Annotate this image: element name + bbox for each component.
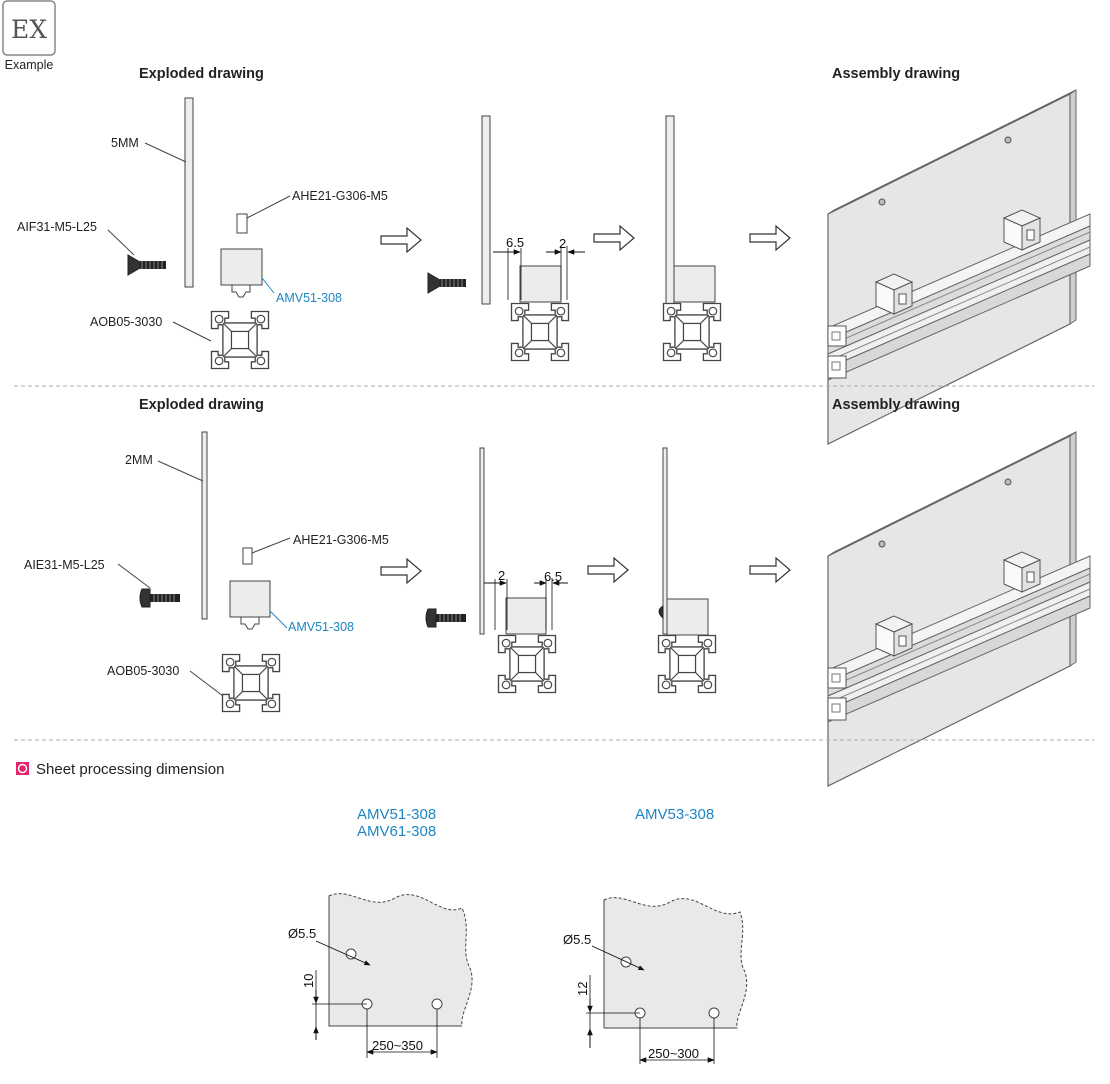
screw-icon — [139, 588, 181, 608]
screw-label: AIE31-M5-L25 — [24, 558, 105, 572]
thickness-label: 5MM — [111, 136, 139, 150]
dim-offset: 6.5 — [506, 235, 524, 250]
left-caption-2: AMV61-308 — [357, 823, 436, 840]
left-caption-1: AMV51-308 — [357, 806, 436, 823]
plate-right — [603, 897, 748, 1029]
bracket-label: AMV51-308 — [276, 291, 342, 305]
profile-icon — [657, 634, 717, 694]
nut-part — [242, 547, 253, 565]
bracket-part — [666, 598, 709, 636]
left-horizontal-dim: 250~350 — [372, 1038, 423, 1053]
right-caption-1: AMV53-308 — [635, 806, 714, 823]
profile-label: AOB05-3030 — [107, 664, 179, 678]
bracket-part — [505, 597, 547, 635]
nut-part — [236, 213, 248, 234]
dim-gap: 2 — [559, 236, 566, 251]
arrow-icon — [380, 227, 422, 253]
exploded-title-2: Exploded drawing — [139, 397, 264, 413]
section-2: Exploded drawing Assembly drawing 2MM AI… — [24, 397, 1091, 787]
sheet-heading: Sheet processing dimension — [36, 761, 224, 778]
sheet-part — [479, 447, 485, 635]
bracket-part — [229, 580, 271, 618]
bracket-label: AMV51-308 — [288, 620, 354, 634]
bracket-part — [673, 265, 716, 303]
arrow-icon — [380, 558, 422, 584]
left-hole-dim: Ø5.5 — [288, 926, 316, 941]
right-horizontal-dim: 250~300 — [648, 1046, 699, 1061]
arrow-icon — [749, 225, 791, 251]
right-hole-dim: Ø5.5 — [563, 932, 591, 947]
sheet-part — [481, 115, 491, 305]
assembly-title-1: Assembly drawing — [832, 66, 960, 82]
dim-gap: 2 — [498, 568, 505, 583]
profile-label: AOB05-3030 — [90, 315, 162, 329]
bracket-part — [519, 265, 562, 303]
left-vertical-dim: 10 — [301, 974, 316, 988]
profile-icon — [210, 310, 270, 370]
assembly-title-2: Assembly drawing — [832, 397, 960, 413]
sheet-part — [662, 447, 668, 635]
nut-label: AHE21-G306-M5 — [293, 533, 389, 547]
sheet-part — [665, 115, 675, 305]
screw-icon — [425, 608, 467, 628]
sheet-part — [184, 97, 194, 288]
example-badge: EX Example — [2, 0, 56, 72]
sheet-part — [201, 431, 208, 620]
assembly-view — [827, 431, 1091, 787]
screw-icon — [127, 254, 167, 276]
dim-offset: 6.5 — [544, 569, 562, 584]
right-vertical-dim: 12 — [575, 982, 590, 996]
arrow-icon — [593, 225, 635, 251]
profile-icon — [497, 634, 557, 694]
nut-label: AHE21-G306-M5 — [292, 189, 388, 203]
plate-left — [328, 893, 473, 1027]
exploded-title-1: Exploded drawing — [139, 66, 264, 82]
arrow-icon — [749, 557, 791, 583]
bracket-part — [220, 248, 263, 286]
thickness-label: 2MM — [125, 453, 153, 467]
arrow-icon — [587, 557, 629, 583]
sheet-section: Sheet processing dimension AMV51-308 AMV… — [16, 761, 748, 1064]
profile-icon — [662, 302, 722, 362]
assembly-view — [827, 89, 1091, 445]
profile-icon — [510, 302, 570, 362]
section-1: Exploded drawing Assembly drawing 5MM AI… — [17, 66, 1091, 445]
badge-caption: Example — [5, 58, 54, 72]
badge-code: EX — [11, 15, 47, 44]
profile-icon — [221, 653, 281, 713]
screw-icon — [427, 272, 467, 294]
screw-label: AIF31-M5-L25 — [17, 220, 97, 234]
